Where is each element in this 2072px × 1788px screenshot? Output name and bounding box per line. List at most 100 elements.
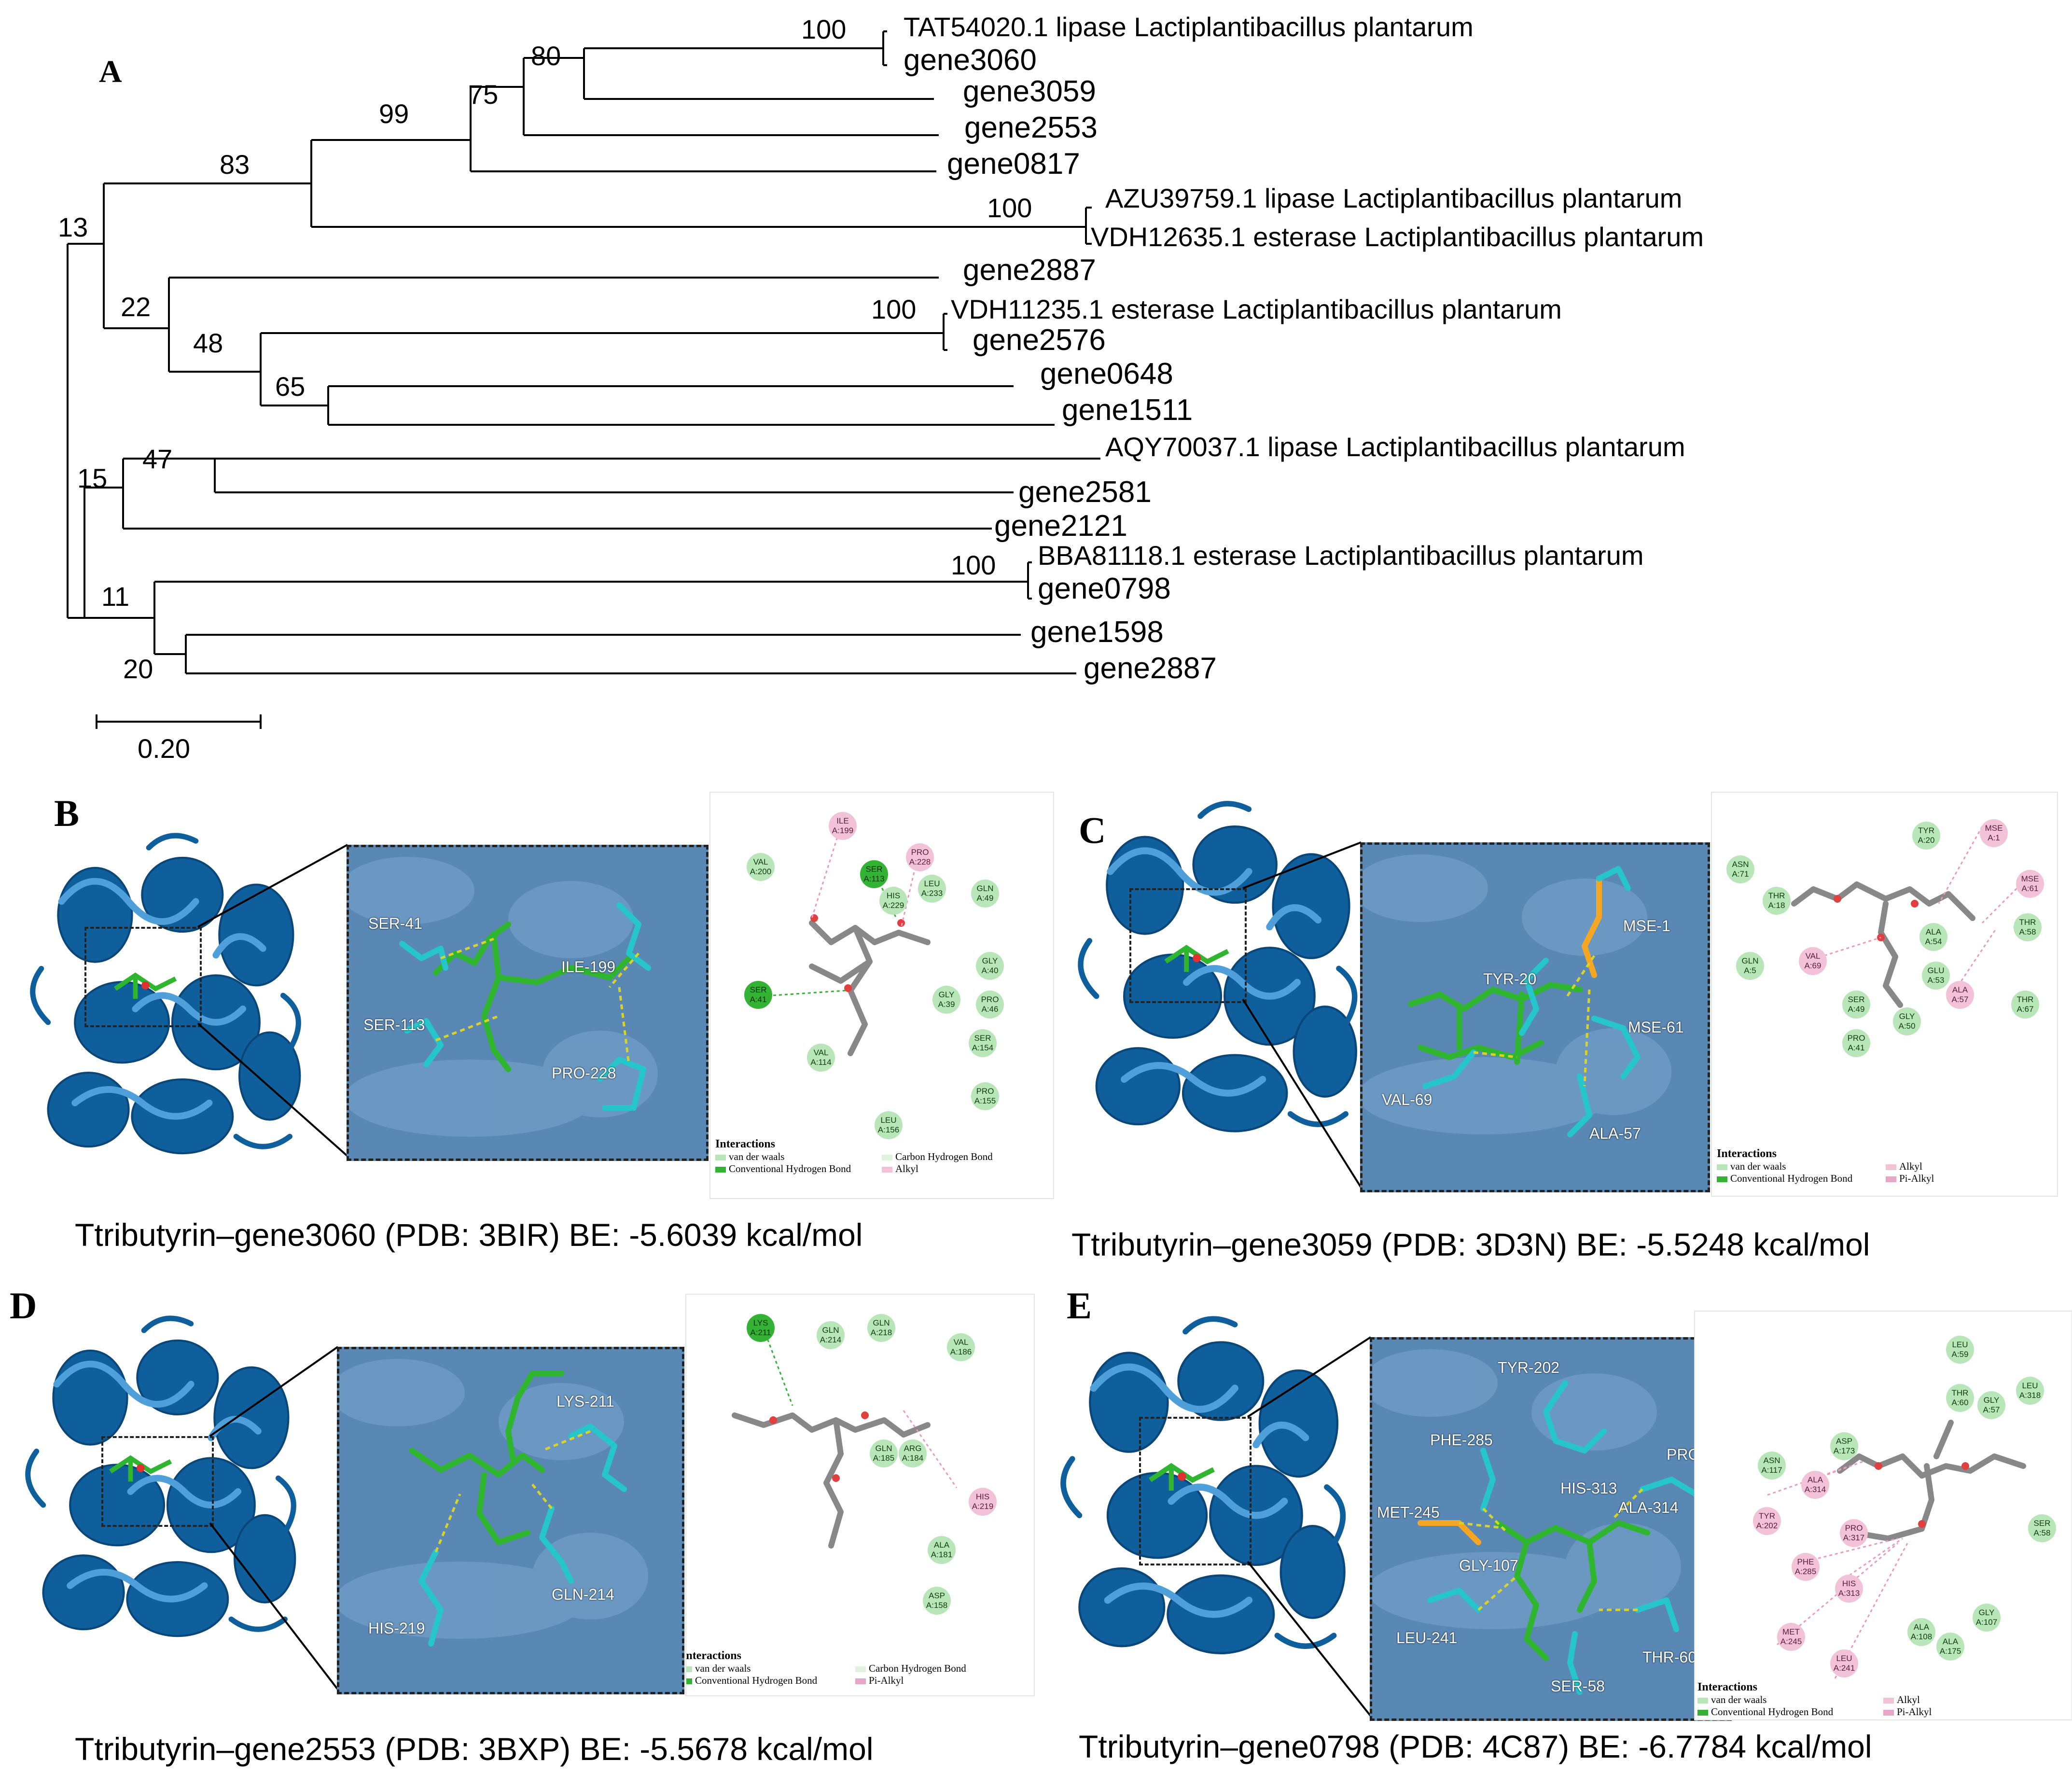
leaf-label: gene1598 [1030,615,1164,649]
bootstrap-value: 22 [121,292,151,322]
bootstrap-value: 99 [379,98,409,129]
leaf-label: gene2887 [963,253,1096,287]
leaf-label: VDH11235.1 esterase Lactiplantibacillus … [951,294,1562,324]
residue-label: SER-58 [1551,1677,1605,1695]
leaf-label: gene0648 [1040,357,1173,391]
residue-label: LEU-241 [1396,1629,1458,1647]
residue-label: TYR-202 [1498,1359,1560,1376]
residue-label: LYS-211 [556,1393,614,1410]
tree-leaf-labels: TAT54020.1 lipase Lactiplantibacillus pl… [904,12,1704,685]
bootstrap-value: 100 [871,294,916,324]
residue-label: VAL-69 [1382,1091,1432,1108]
interaction-legend: Interactions van der waals Carbon Hydrog… [686,1649,1029,1687]
leaf-label: gene3059 [963,75,1096,108]
selection-box-e [1139,1417,1252,1565]
selection-box-d [101,1436,214,1527]
panel-a-label: A [99,54,122,89]
phylogenetic-tree: A TAT54020.1 lipase Lactiplantibacillus … [58,12,1704,764]
residue-label: ALA-57 [1589,1125,1641,1142]
residue-label: HIS-219 [368,1620,425,1637]
residue-label: MSE-1 [1623,917,1670,935]
residue-label: SER-41 [368,915,423,932]
caption-d: Ttributyrin–gene2553 (PDB: 3BXP) BE: -5.… [75,1731,874,1767]
residue-label: TYR-20 [1483,970,1537,988]
bootstrap-value: 83 [220,149,250,180]
bootstrap-value: 15 [77,463,107,493]
leaf-label: AZU39759.1 lipase Lactiplantibacillus pl… [1105,183,1682,213]
binding-site-zoom-c: MSE-1 TYR-20 MSE-61 VAL-69 ALA-57 [1360,842,1710,1192]
panel-c-label: C [1079,809,1106,851]
leaf-label: gene3060 [904,43,1037,77]
residue-label: THR-60 [1642,1648,1697,1666]
residue-label: ALA-314 [1618,1499,1679,1516]
residue-label: ILE-199 [561,958,616,976]
bootstrap-value: 80 [531,41,561,71]
bootstrap-values: 100 80 75 99 83 100 13 22 48 100 65 47 1… [58,14,1032,764]
tree-branches [67,30,1100,729]
leaf-label: gene2121 [994,509,1127,543]
bootstrap-value: 75 [468,79,498,110]
selection-box-b [84,927,202,1027]
residue-label: MSE-61 [1628,1019,1684,1036]
bootstrap-value: 48 [193,328,223,358]
bootstrap-value: 47 [142,444,172,474]
interaction-legend: Interactions van der waals Alkyl Convent… [1717,1147,1934,1184]
leaf-label: gene2576 [973,323,1106,357]
leaf-label: gene2887 [1084,652,1217,685]
bootstrap-value: 100 [801,14,846,44]
bootstrap-value: 13 [58,212,88,242]
bootstrap-value: 11 [101,581,129,612]
leaf-label: BBA81118.1 esterase Lactiplantibacillus … [1038,540,1644,571]
binding-site-zoom-d: LYS-211 HIS-219 GLN-214 [337,1347,684,1694]
leaf-label: TAT54020.1 lipase Lactiplantibacillus pl… [904,12,1474,42]
residue-label: MET-245 [1377,1504,1440,1521]
panel-b-label: B [54,792,80,834]
leaf-label: gene1511 [1062,393,1193,427]
residue-label: GLY-107 [1459,1557,1518,1574]
residue-label: HIS-313 [1560,1480,1617,1497]
binding-site-zoom-b: SER-41 ILE-199 SER-113 PRO-228 [347,845,709,1161]
